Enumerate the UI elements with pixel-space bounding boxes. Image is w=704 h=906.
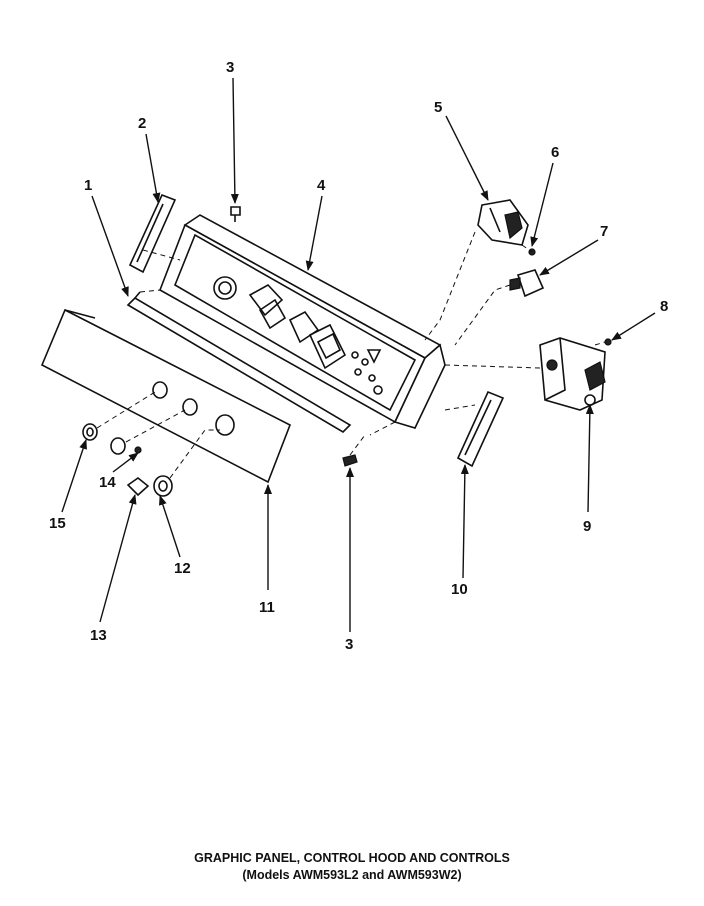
switch-part-5 — [424, 199, 529, 341]
callout-10: 10 — [451, 581, 468, 598]
callout-4: 4 — [317, 177, 326, 194]
callout-7: 7 — [600, 223, 608, 240]
callout-9: 9 — [583, 518, 591, 535]
callout-3-top: 3 — [226, 59, 234, 76]
caption-title: GRAPHIC PANEL, CONTROL HOOD AND CONTROLS — [194, 851, 510, 865]
knob-part-15 — [82, 391, 156, 441]
knob-part-14 — [110, 409, 186, 455]
callout-6: 6 — [551, 144, 559, 161]
callout-8: 8 — [660, 298, 668, 315]
knob-part-12 — [153, 429, 220, 497]
callout-14: 14 — [99, 474, 116, 491]
callout-12: 12 — [174, 560, 191, 577]
callout-11: 11 — [259, 599, 275, 616]
callout-numbers: 1 2 3 4 5 6 7 8 9 10 3 11 12 13 14 15 — [49, 59, 668, 653]
callout-13: 13 — [90, 627, 107, 644]
knob-part-13 — [126, 477, 150, 497]
callout-1: 1 — [84, 177, 92, 194]
timer-part-9 — [444, 337, 606, 411]
control-hood-part-4 — [159, 214, 446, 436]
callout-3-bottom: 3 — [345, 636, 353, 653]
screw-part-3-bottom — [342, 434, 366, 467]
end-cap-part-10 — [444, 390, 505, 468]
diagram-caption: GRAPHIC PANEL, CONTROL HOOD AND CONTROLS… — [0, 850, 704, 884]
screw-part-3-top — [230, 206, 241, 222]
screw-part-6 — [521, 244, 536, 256]
callout-5: 5 — [434, 99, 442, 116]
caption-models: (Models AWM593L2 and AWM593W2) — [242, 868, 462, 882]
callout-15: 15 — [49, 515, 66, 532]
switch-part-7 — [454, 269, 545, 346]
graphic-panel-part-1 — [126, 289, 352, 434]
callout-2: 2 — [138, 115, 146, 132]
screw-part-8 — [594, 338, 612, 346]
leader-lines — [61, 77, 656, 632]
front-panel-part-11 — [40, 308, 292, 484]
end-cap-part-2 — [128, 193, 181, 274]
